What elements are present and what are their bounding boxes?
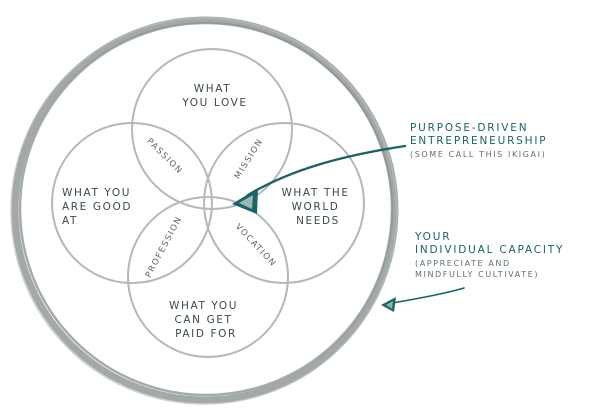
outer-ring — [10, 16, 399, 405]
capacity-title-line-2: INDIVIDUAL CAPACITY — [415, 244, 565, 256]
label-world-line-3: NEEDS — [296, 215, 340, 227]
label-paid-line-3: PAID FOR — [175, 328, 237, 340]
ikigai-title-line-1: PURPOSE-DRIVEN — [410, 122, 529, 134]
label-good-at-line-2: ARE GOOD — [62, 201, 132, 213]
label-good-at-line-1: WHAT YOU — [62, 187, 131, 199]
label-love-line-2: YOU LOVE — [181, 97, 247, 109]
label-paid-line-1: WHAT YOU — [169, 300, 238, 312]
svg-text:WHAT THE WORLD NEE: WHAT THE WORLD NEEDS — [281, 187, 354, 227]
ikigai-title-line-2: ENTREPRENEURSHIP — [410, 135, 548, 147]
overlap-passion: PASSION — [144, 137, 184, 177]
ikigai-arrow — [232, 144, 407, 214]
svg-text:WHAT YOU ARE GOOD: WHAT YOU ARE GOOD AT — [62, 187, 137, 227]
overlap-mission: MISSION — [233, 137, 266, 181]
label-world-line-2: WORLD — [292, 201, 340, 213]
circle-paid-for — [127, 196, 289, 358]
capacity-arrow — [381, 287, 465, 312]
label-good-at-line-3: AT — [62, 215, 78, 227]
capacity-subtitle-line-1: (APPRECIATE AND — [415, 259, 511, 268]
label-paid-line-2: CAN GET — [174, 314, 232, 326]
ikigai-subtitle: (SOME CALL THIS IKIGAI) — [410, 150, 547, 159]
overlap-profession: PROFESSION — [144, 215, 185, 280]
svg-text:WHAT YOU CAN GET P: WHAT YOU CAN GET PAID FOR — [169, 300, 243, 340]
label-world-line-1: WHAT THE — [281, 187, 349, 199]
svg-text:WHAT YOU LOVE: WHAT YOU LOVE — [181, 83, 247, 109]
label-love-line-1: WHAT — [194, 83, 231, 95]
capacity-subtitle-line-2: MINDFULLY CULTIVATE) — [415, 270, 540, 279]
circle-good-at — [51, 122, 213, 284]
capacity-title-line-1: YOUR — [415, 231, 452, 243]
circle-world-needs — [203, 122, 365, 284]
